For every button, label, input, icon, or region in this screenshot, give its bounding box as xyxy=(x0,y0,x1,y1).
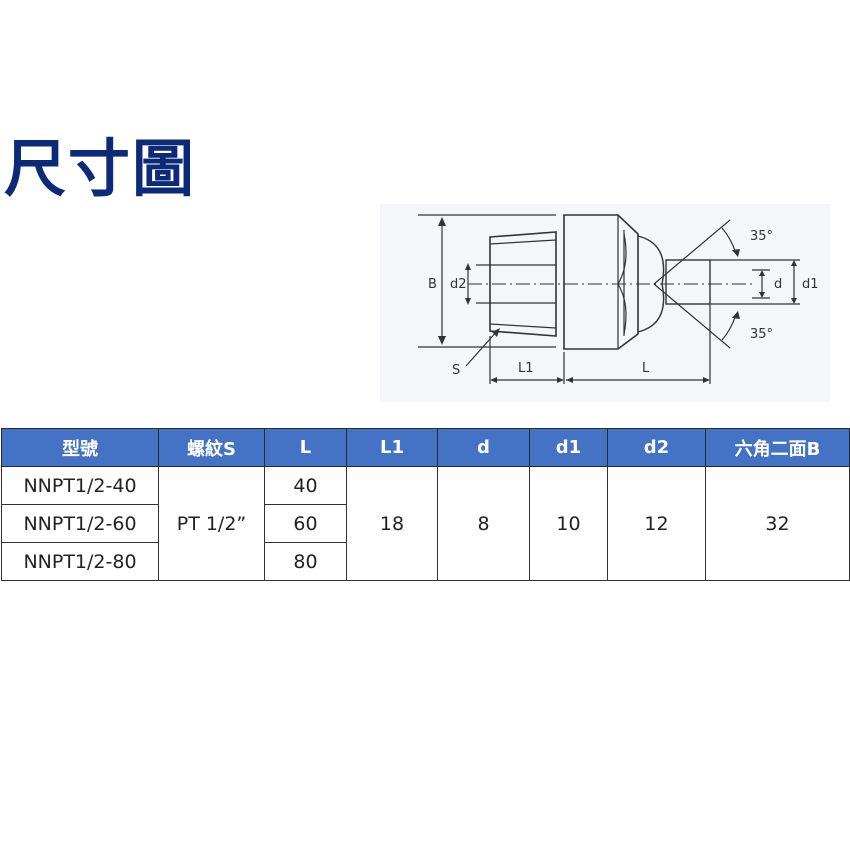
spec-table: 型號 螺紋S L L1 d d1 d2 六角二面B NNPT1/2-40 PT … xyxy=(1,428,850,581)
cell-l: 40 xyxy=(264,466,347,505)
cell-l: 80 xyxy=(264,542,347,581)
cell-l1: 18 xyxy=(346,466,438,581)
label-d2: d2 xyxy=(450,277,467,292)
label-b: B xyxy=(428,277,437,292)
header-d1: d1 xyxy=(529,428,608,467)
table-header-row: 型號 螺紋S L L1 d d1 d2 六角二面B xyxy=(1,428,850,467)
cell-model: NNPT1/2-60 xyxy=(1,504,159,543)
label-s: S xyxy=(452,363,460,378)
label-angle-top: 35° xyxy=(750,229,773,244)
cell-hex-b: 32 xyxy=(705,466,850,581)
label-d: d xyxy=(774,277,782,292)
cell-model: NNPT1/2-80 xyxy=(1,542,159,581)
header-hex-b: 六角二面B xyxy=(705,428,850,467)
cell-l: 60 xyxy=(264,504,347,543)
outlet-tube xyxy=(665,259,711,305)
header-l: L xyxy=(264,428,347,467)
label-angle-bottom: 35° xyxy=(750,327,773,342)
label-l1: L1 xyxy=(518,361,534,376)
cell-d1: 10 xyxy=(529,466,608,581)
nozzle-drawing: B d2 S L1 L d d1 35° 35° xyxy=(418,214,819,384)
cell-model: NNPT1/2-40 xyxy=(1,466,159,505)
cell-d2: 12 xyxy=(607,466,706,581)
thread-body xyxy=(489,231,557,337)
header-model: 型號 xyxy=(1,428,159,467)
s-leader xyxy=(465,329,499,367)
header-thread: 螺紋S xyxy=(158,428,265,467)
table-row: NNPT1/2-80 80 xyxy=(1,542,850,581)
dimension-diagram: B d2 S L1 L d d1 35° 35° xyxy=(380,204,830,402)
hex-body xyxy=(563,214,639,350)
table-row: NNPT1/2-40 PT 1/2” 40 18 8 10 12 32 xyxy=(1,466,850,581)
cell-d: 8 xyxy=(437,466,530,581)
header-d: d xyxy=(437,428,530,467)
header-l1: L1 xyxy=(346,428,438,467)
header-d2: d2 xyxy=(607,428,706,467)
label-l: L xyxy=(642,361,650,376)
table-row: NNPT1/2-60 60 xyxy=(1,504,850,543)
page-title: 尺寸圖 xyxy=(4,132,197,205)
label-d1: d1 xyxy=(802,277,819,292)
cell-thread: PT 1/2” xyxy=(158,466,265,581)
